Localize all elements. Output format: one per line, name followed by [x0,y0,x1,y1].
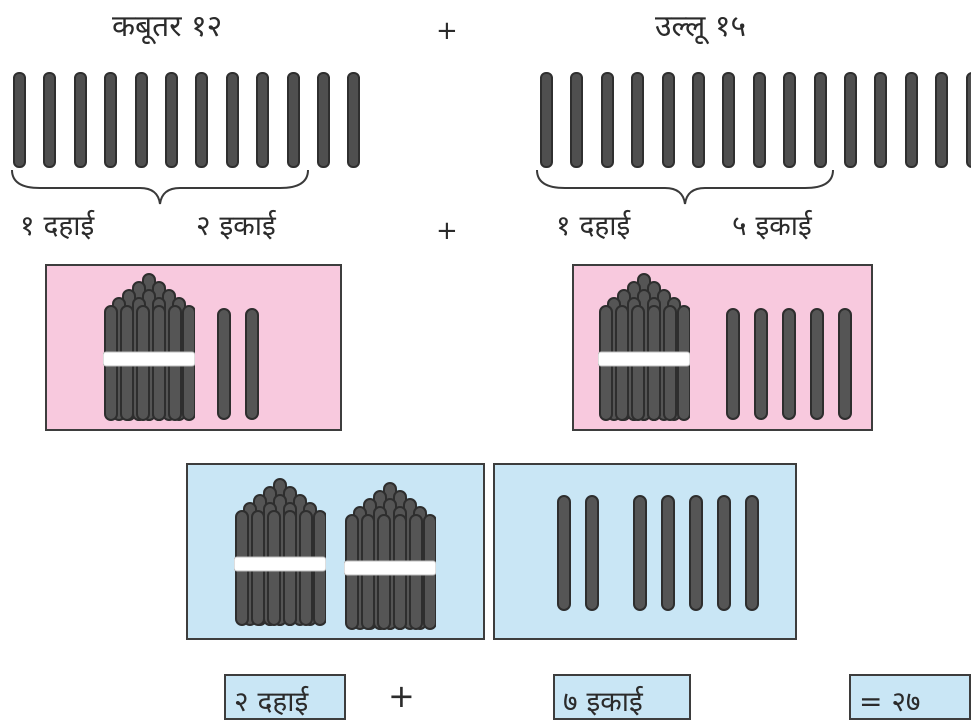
bundle-of-ten-icon [233,478,327,626]
owl-sticks [540,72,971,168]
counting-stick [905,72,918,168]
right-tens-label: १ दहाई [556,209,631,242]
counting-stick [874,72,887,168]
owl-label: उल्लू १५ [655,9,747,44]
loose-stick [661,495,675,611]
answer-plus-sign: + [388,677,415,715]
counting-stick [844,72,857,168]
loose-stick [689,495,703,611]
loose-stick [726,308,740,420]
counting-stick [74,72,87,168]
ten-bundle [233,475,327,635]
counting-stick [195,72,208,168]
left-ten-brace [11,169,309,205]
counting-stick [814,72,827,168]
top-plus-sign: + [436,16,458,46]
counting-stick [287,72,300,168]
counting-stick [540,72,553,168]
counting-stick [104,72,117,168]
counting-stick [631,72,644,168]
counting-stick [226,72,239,168]
pigeon-label: कबूतर १२ [112,9,223,44]
counting-stick [256,72,269,168]
bundle-of-ten-icon [102,273,196,421]
loose-stick [838,308,852,420]
pigeon-bundle-box [45,264,342,431]
ones-answer-box: ७ इकाई [553,674,691,720]
tens-answer-box: २ दहाई [224,674,346,720]
combined-ones-box [493,463,797,640]
counting-stick [783,72,796,168]
bundle-tie-band [233,556,327,572]
counting-stick [347,72,360,168]
left-ones-label: २ इकाई [196,209,276,242]
counting-stick [722,72,735,168]
loose-stick [717,495,731,611]
pigeon-sticks [13,72,373,168]
counting-stick [753,72,766,168]
counting-stick [601,72,614,168]
middle-plus-sign: + [436,216,458,246]
bundle-tie-band [597,351,691,367]
counting-stick [662,72,675,168]
bundle-tie-band [343,560,437,576]
counting-stick [935,72,948,168]
loose-stick [217,308,231,420]
bundle-of-ten-icon [343,482,437,630]
loose-stick [585,495,599,611]
bundle-tie-band [102,351,196,367]
counting-stick [43,72,56,168]
counting-stick [13,72,26,168]
counting-stick [692,72,705,168]
loose-stick [245,308,259,420]
counting-stick [165,72,178,168]
loose-stick [810,308,824,420]
loose-stick [745,495,759,611]
right-ones-label: ५ इकाई [732,209,812,242]
combined-tens-box [186,463,485,640]
loose-stick [754,308,768,420]
counting-stick [966,72,971,168]
total-answer-box: = २७ [849,674,971,720]
ten-bundle [597,270,691,430]
loose-stick [782,308,796,420]
right-ten-brace [536,169,834,205]
loose-stick [557,495,571,611]
owl-bundle-box [572,264,873,431]
counting-stick [317,72,330,168]
bundle-of-ten-icon [597,273,691,421]
ten-bundle [343,479,437,639]
counting-stick [570,72,583,168]
left-tens-label: १ दहाई [20,209,95,242]
loose-stick [633,495,647,611]
ten-bundle [102,270,196,430]
counting-stick [135,72,148,168]
